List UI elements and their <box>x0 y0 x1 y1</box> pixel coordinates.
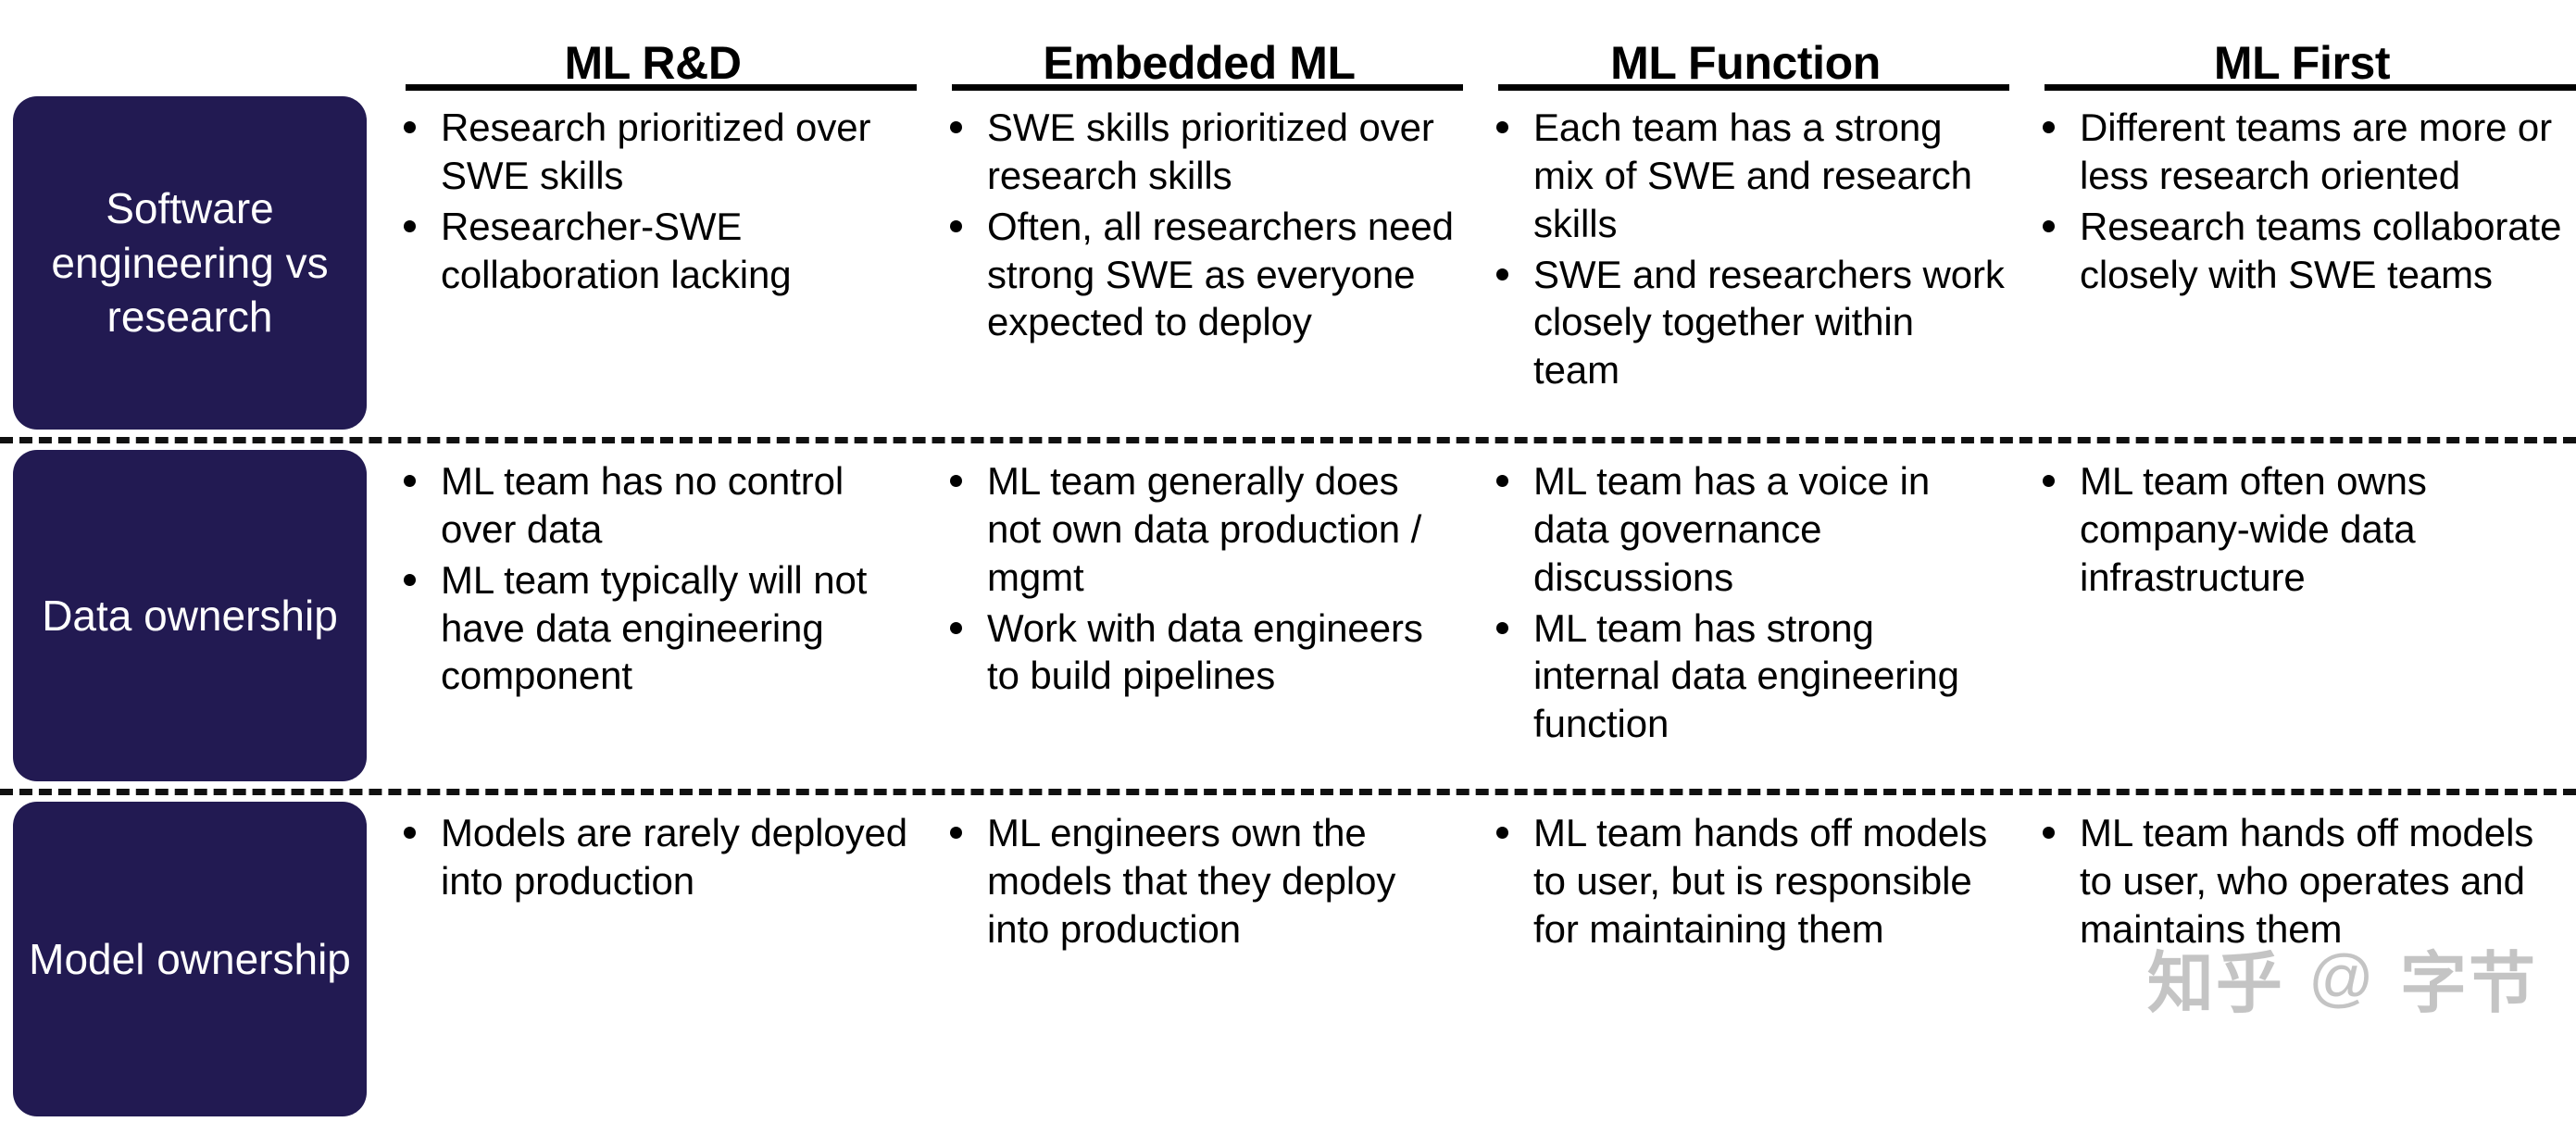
bullet-list: Different teams are more or less researc… <box>2028 104 2572 298</box>
column-header-ml-first: ML First <box>2028 0 2576 91</box>
row1-gutter-3 <box>1463 91 1482 435</box>
row3-gutter-4 <box>2009 796 2028 1122</box>
list-item: Models are rarely deployed into producti… <box>389 809 913 905</box>
matrix-corner-blank <box>0 0 367 91</box>
list-item: Each team has a strong mix of SWE and re… <box>1482 104 2006 248</box>
cell-r2c4: ML team often owns company-wide data inf… <box>2028 444 2576 787</box>
column-header-label: Embedded ML <box>1043 36 1356 89</box>
row2-gutter-2 <box>917 444 935 787</box>
header-gutter-3 <box>1463 0 1482 91</box>
list-item: ML team typically will not have data eng… <box>389 556 913 701</box>
column-header-label: ML Function <box>1610 36 1881 89</box>
row-label-chip: Model ownership <box>13 802 367 1116</box>
bullet-list: ML engineers own the models that they de… <box>935 809 1459 954</box>
row-separator-2 <box>0 787 2576 796</box>
dashed-divider-line <box>0 437 2576 443</box>
list-item: Research teams collaborate closely with … <box>2028 203 2572 299</box>
list-item: Research prioritized over SWE skills <box>389 104 913 200</box>
cell-r1c2: SWE skills prioritized over research ski… <box>935 91 1463 435</box>
list-item: Work with data engineers to build pipeli… <box>935 605 1459 701</box>
bullet-list: ML team often owns company-wide data inf… <box>2028 457 2572 602</box>
list-item: ML team generally does not own data prod… <box>935 457 1459 602</box>
list-item: Different teams are more or less researc… <box>2028 104 2572 200</box>
row1-gutter-1 <box>367 91 389 435</box>
row3-gutter-2 <box>917 796 935 1122</box>
list-item: ML team has strong internal data enginee… <box>1482 605 2006 749</box>
cell-r1c4: Different teams are more or less researc… <box>2028 91 2576 435</box>
list-item: ML team hands off models to user, but is… <box>1482 809 2006 954</box>
bullet-list: ML team generally does not own data prod… <box>935 457 1459 700</box>
row-label-cell-model-ownership: Model ownership <box>0 796 367 1122</box>
dashed-divider-line <box>0 789 2576 795</box>
cell-r3c2: ML engineers own the models that they de… <box>935 796 1463 1122</box>
column-header-ml-rd: ML R&D <box>389 0 917 91</box>
column-header-label: ML R&D <box>564 36 742 89</box>
row1-gutter-4 <box>2009 91 2028 435</box>
list-item: SWE and researchers work closely togethe… <box>1482 251 2006 395</box>
cell-r2c3: ML team has a voice in data governance d… <box>1482 444 2009 787</box>
cell-r3c4: ML team hands off models to user, who op… <box>2028 796 2576 1122</box>
bullet-list: ML team hands off models to user, who op… <box>2028 809 2572 954</box>
row1-gutter-2 <box>917 91 935 435</box>
row2-gutter-1 <box>367 444 389 787</box>
bullet-list: ML team has a voice in data governance d… <box>1482 457 2006 748</box>
list-item: Often, all researchers need strong SWE a… <box>935 203 1459 347</box>
row2-gutter-4 <box>2009 444 2028 787</box>
header-gutter-1 <box>367 0 389 91</box>
list-item: Researcher-SWE collaboration lacking <box>389 203 913 299</box>
row-label-cell-data-ownership: Data ownership <box>0 444 367 787</box>
list-item: ML team has no control over data <box>389 457 913 554</box>
cell-r1c3: Each team has a strong mix of SWE and re… <box>1482 91 2009 435</box>
bullet-list: Each team has a strong mix of SWE and re… <box>1482 104 2006 394</box>
bullet-list: SWE skills prioritized over research ski… <box>935 104 1459 346</box>
list-item: SWE skills prioritized over research ski… <box>935 104 1459 200</box>
bullet-list: ML team has no control over data ML team… <box>389 457 913 700</box>
row-separator-1 <box>0 435 2576 444</box>
row2-gutter-3 <box>1463 444 1482 787</box>
column-header-ml-function: ML Function <box>1482 0 2009 91</box>
header-gutter-4 <box>2009 0 2028 91</box>
row3-gutter-3 <box>1463 796 1482 1122</box>
bullet-list: ML team hands off models to user, but is… <box>1482 809 2006 954</box>
cell-r1c1: Research prioritized over SWE skills Res… <box>389 91 917 435</box>
row-label-cell-software-engineering-vs-research: Software engineering vs research <box>0 91 367 435</box>
list-item: ML engineers own the models that they de… <box>935 809 1459 954</box>
row-label-chip: Software engineering vs research <box>13 96 367 430</box>
list-item: ML team often owns company-wide data inf… <box>2028 457 2572 602</box>
cell-r3c1: Models are rarely deployed into producti… <box>389 796 917 1122</box>
column-header-embedded-ml: Embedded ML <box>935 0 1463 91</box>
bullet-list: Research prioritized over SWE skills Res… <box>389 104 913 298</box>
list-item: ML team has a voice in data governance d… <box>1482 457 2006 602</box>
list-item: ML team hands off models to user, who op… <box>2028 809 2572 954</box>
row3-gutter-1 <box>367 796 389 1122</box>
cell-r2c2: ML team generally does not own data prod… <box>935 444 1463 787</box>
row-label-chip: Data ownership <box>13 450 367 781</box>
bullet-list: Models are rarely deployed into producti… <box>389 809 913 905</box>
column-header-label: ML First <box>2213 36 2391 89</box>
cell-r3c3: ML team hands off models to user, but is… <box>1482 796 2009 1122</box>
cell-r2c1: ML team has no control over data ML team… <box>389 444 917 787</box>
header-gutter-2 <box>917 0 935 91</box>
